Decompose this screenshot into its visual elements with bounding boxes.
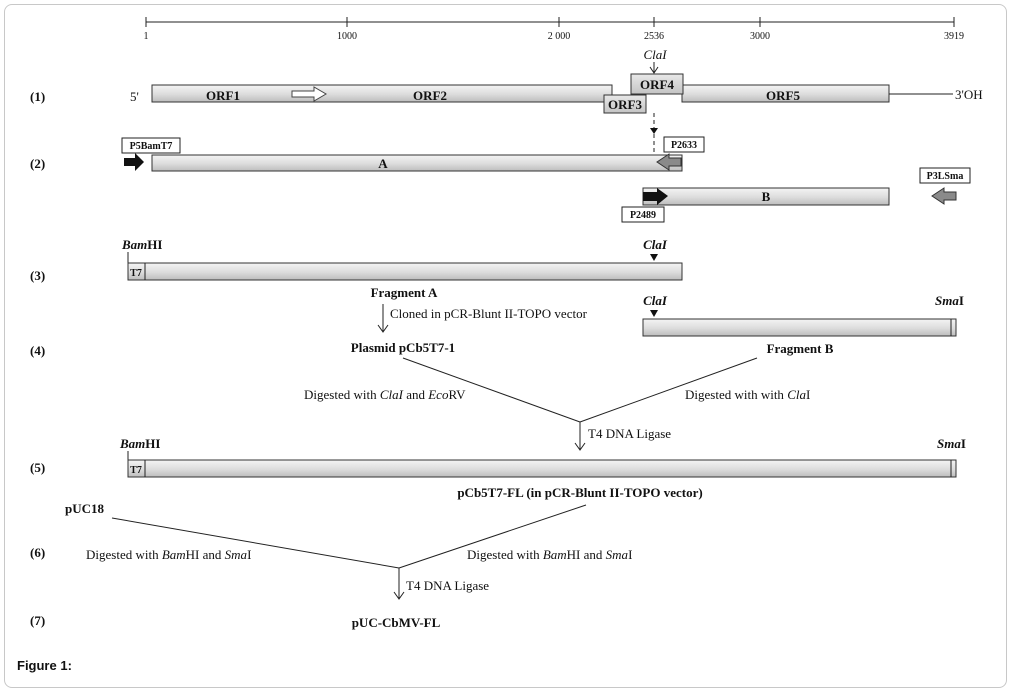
primer-p5bamt7-label: P5BamT7 <box>130 141 173 152</box>
step-label: (6) <box>30 545 45 560</box>
full-length-construct: BamHI SmaI T7 pCb5T7-FL (in pCR-Blunt II… <box>119 436 966 500</box>
fragment-a: BamHI T7 ClaI Fragment A Cloned in pCR-B… <box>121 237 683 333</box>
primer-p2489-label: P2489 <box>630 210 656 221</box>
ligase-label: T4 DNA Ligase <box>588 426 671 441</box>
tick-label: 2 000 <box>548 31 571 42</box>
figure-frame <box>4 4 1007 688</box>
ligase-label: T4 DNA Ligase <box>406 578 489 593</box>
step-label: (5) <box>30 460 45 475</box>
orf3-box <box>603 94 647 114</box>
digest-right-label: Digested with with ClaI <box>685 387 810 402</box>
fragment-b-label: Fragment B <box>767 341 834 356</box>
smai-site-label: SmaI <box>935 293 964 308</box>
step-labels: (1) (2) (3) (4) (5) (6) (7) <box>30 89 45 628</box>
orf3-label: ORF3 <box>608 97 642 112</box>
plasmid-and-fragment-b: Plasmid pCb5T7-1 ClaI SmaI Fragment B Di… <box>304 293 964 451</box>
orf1-label: ORF1 <box>206 88 240 103</box>
orf2-label: ORF2 <box>413 88 447 103</box>
primer-p3lsma-label: P3LSma <box>927 171 964 182</box>
step-label: (2) <box>30 156 45 171</box>
cla-site-marker-icon <box>650 254 658 261</box>
merge-line-left <box>402 357 581 423</box>
tick-label: 1 <box>144 31 149 42</box>
primer-p5bamt7-box <box>121 137 181 154</box>
product-label: pCb5T7-FL (in pCR-Blunt II-TOPO vector) <box>457 485 702 500</box>
fragment-a-label: Fragment A <box>371 285 438 300</box>
five-prime-label: 5' <box>130 89 139 104</box>
puc18-label: pUC18 <box>65 501 105 516</box>
digest-left-label: Digested with ClaI and EcoRV <box>304 387 466 402</box>
bamhi-site-label: BamHI <box>119 436 160 451</box>
cla-site-label: ClaI <box>643 237 668 252</box>
fragment-a-bar <box>127 262 683 281</box>
primer-p3lsma-box <box>919 167 971 184</box>
subcloning: pUC18 Digested with BamHI and SmaI Diges… <box>65 501 632 600</box>
t7-label: T7 <box>130 465 142 476</box>
orf4-label: ORF4 <box>640 77 674 92</box>
product-a-label: A <box>378 156 388 171</box>
merge-line-right <box>398 504 587 569</box>
smai-site-label: SmaI <box>937 436 966 451</box>
final-construct-label: pUC-CbMV-FL <box>352 615 441 630</box>
reverse-primer-arrow-icon <box>656 153 682 171</box>
tick-label: 1000 <box>337 31 357 42</box>
merge-line-left <box>111 517 400 569</box>
three-prime-label: 3'OH <box>955 87 983 102</box>
down-arrow-icon <box>574 442 586 451</box>
orf5-label: ORF5 <box>766 88 800 103</box>
primer-p2633-label: P2633 <box>671 140 697 151</box>
tick-label: 3000 <box>750 31 770 42</box>
cloned-label: Cloned in pCR-Blunt II-TOPO vector <box>390 306 588 321</box>
full-length-bar <box>127 459 957 478</box>
cla-site-label: ClaI <box>643 47 667 62</box>
t7-label: T7 <box>130 268 142 279</box>
frameshift-arrow-icon <box>291 86 327 102</box>
product-a-bar <box>151 154 683 172</box>
orf1-orf2-bar <box>151 84 613 103</box>
plasmid-label: Plasmid pCb5T7-1 <box>351 340 455 355</box>
cla-site-label: ClaI <box>643 293 668 308</box>
pcr-products: P5BamT7 A P2633 B P2489 P3LSma <box>121 136 971 223</box>
reverse-primer-arrow-icon <box>931 187 957 205</box>
step-label: (3) <box>30 268 45 283</box>
genome-map: 5' 3'OH ORF1 ORF2 ORF3 ORF4 ORF5 ClaI <box>130 47 983 152</box>
forward-primer-arrow-icon <box>124 153 144 171</box>
step-label: (4) <box>30 343 45 358</box>
digest-right-label: Digested with BamHI and SmaI <box>467 547 632 562</box>
cla-site-arrow-icon <box>649 66 659 74</box>
forward-primer-arrow-icon <box>643 188 668 205</box>
tick-label: 3919 <box>944 31 964 42</box>
tick-label: 2536 <box>644 31 664 42</box>
product-b-label: B <box>762 189 771 204</box>
scale-ruler: 1 1000 2 000 2536 3000 3919 <box>144 17 964 42</box>
figure-caption: Figure 1: <box>17 658 72 673</box>
bamhi-site-label: BamHI <box>121 237 162 252</box>
step-label: (1) <box>30 89 45 104</box>
down-arrow-icon <box>377 324 389 333</box>
cla-site-marker-icon <box>650 310 658 317</box>
step-label: (7) <box>30 613 45 628</box>
primer-p2633-box <box>663 136 705 153</box>
down-arrow-icon <box>393 591 405 600</box>
orf4-box <box>630 73 684 95</box>
fragment-b-bar <box>642 318 957 337</box>
merge-line-right <box>579 357 758 423</box>
digest-left-label: Digested with BamHI and SmaI <box>86 547 251 562</box>
primer-p2489-box <box>621 206 665 223</box>
